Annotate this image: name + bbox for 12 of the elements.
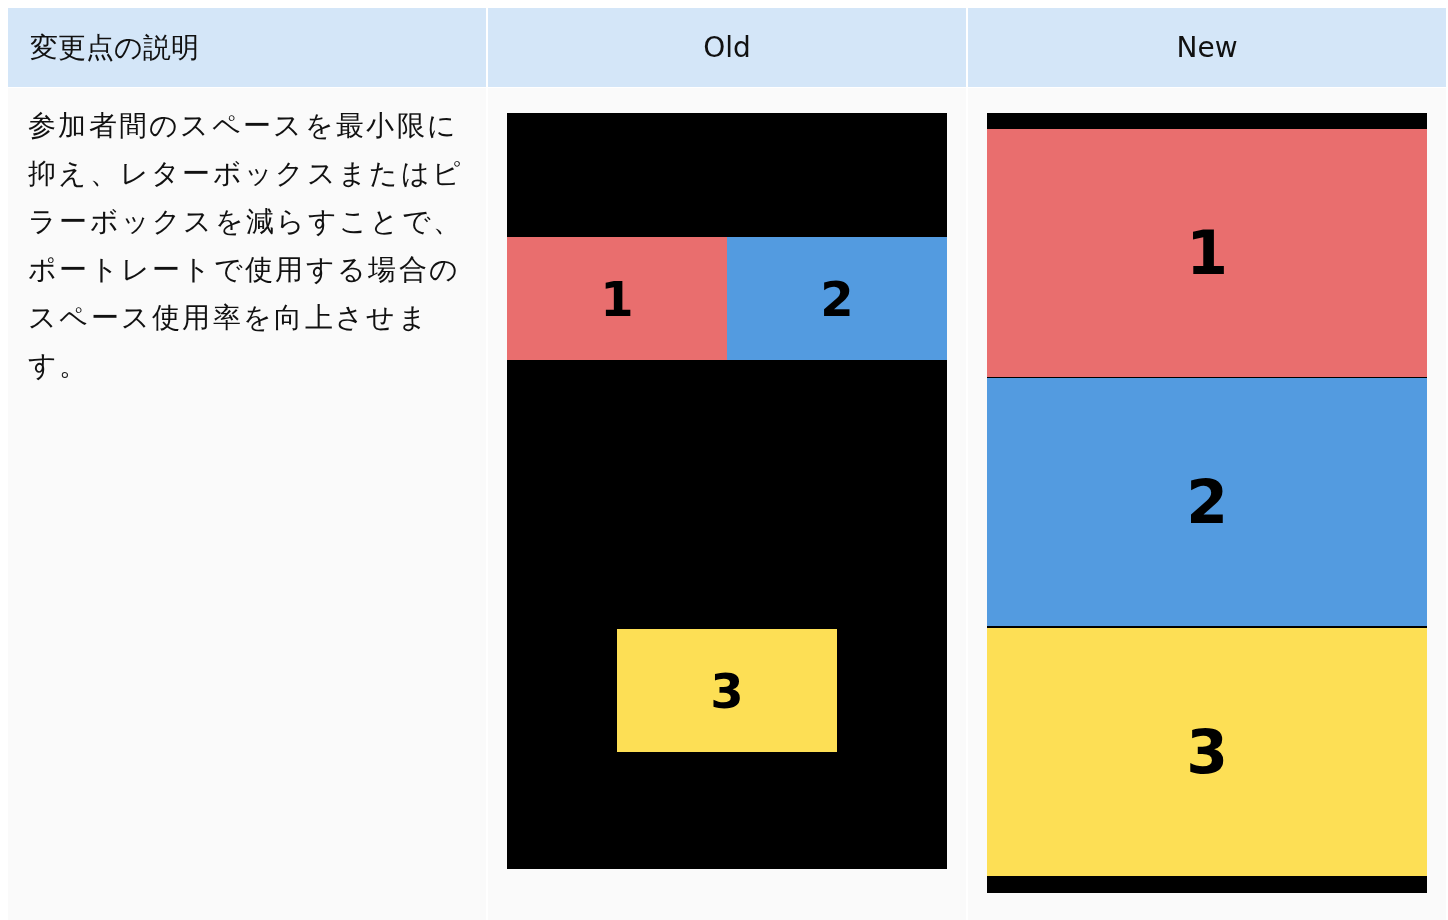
header-cell: Old — [488, 8, 966, 87]
phone-screen — [987, 113, 1427, 893]
header-cell: 変更点の説明 — [8, 8, 486, 87]
video-tile: 1 — [987, 129, 1427, 377]
video-tile: 1 — [507, 237, 727, 360]
video-tile: 3 — [987, 628, 1427, 876]
description-text: 参加者間のスペースを最小限に抑え、レターボックスまたはピラーボックスを減らすことで、ポートレートで使用する場合のスペース使用率を向上させます。 — [28, 108, 465, 384]
video-tile: 3 — [617, 629, 837, 752]
header-cell: New — [968, 8, 1446, 87]
video-tile: 2 — [727, 237, 947, 360]
video-tile: 2 — [987, 378, 1427, 626]
phone-screen — [507, 113, 947, 869]
